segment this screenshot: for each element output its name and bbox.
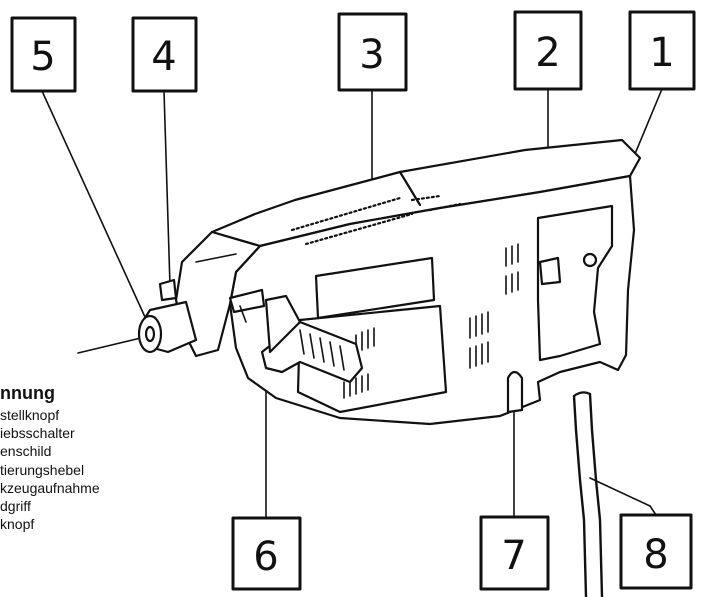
callout-box-5: 5 (10, 16, 77, 93)
legend-list: stellknopf iebsschalter enschild tierung… (0, 406, 200, 533)
callout-4-label: 4 (151, 34, 176, 80)
legend-item: stellknopf (0, 407, 60, 423)
callout-1-label: 1 (649, 30, 674, 76)
callout-7-label: 7 (501, 533, 526, 579)
callout-3-label: 3 (359, 32, 384, 78)
legend-item: iebsschalter (0, 425, 75, 442)
legend: nnung stellknopf iebsschalter enschild t… (0, 382, 200, 533)
legend-item: enschild (0, 443, 52, 460)
callout-box-1: 1 (628, 10, 696, 91)
legend-title: nnung (0, 383, 55, 403)
drill-body (137, 138, 642, 597)
callout-2-label: 2 (535, 30, 560, 76)
callout-box-3: 3 (337, 12, 408, 92)
legend-item: kzeugaufnahme (0, 479, 100, 496)
legend-item: tierungshebel (0, 461, 85, 478)
callout-box-7: 7 (479, 515, 550, 591)
legend-item: dgriff (0, 498, 31, 515)
callout-box-4: 4 (131, 16, 198, 93)
callout-box-8: 8 (619, 513, 693, 590)
callout-8-label: 8 (643, 532, 668, 578)
legend-item: knopf (0, 516, 35, 533)
callout-6-label: 6 (253, 534, 278, 580)
callout-box-6: 6 (231, 516, 302, 591)
callout-box-2: 2 (513, 10, 583, 91)
callout-5-label: 5 (30, 34, 55, 80)
